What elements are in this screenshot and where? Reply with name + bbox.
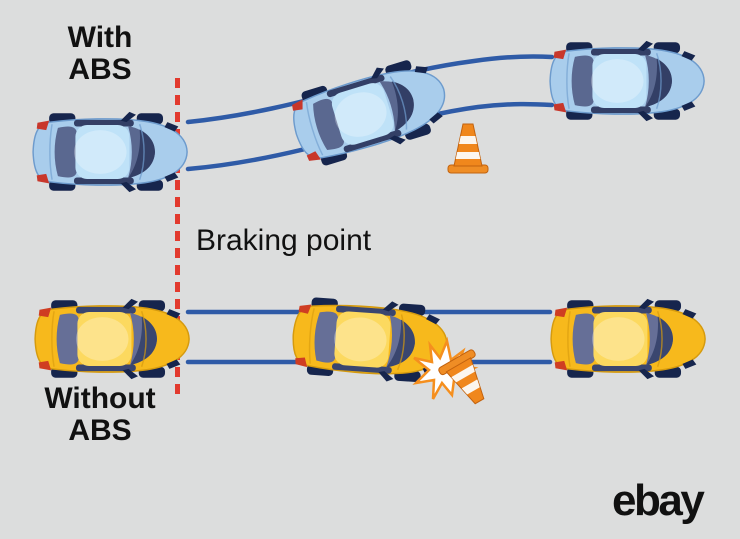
without-abs-line1: Without — [44, 382, 156, 415]
car-without-abs-final — [551, 298, 706, 380]
with-abs-line2: ABS — [68, 52, 132, 86]
with-abs-line1: With — [67, 21, 133, 54]
car-with-abs-before-braking — [33, 111, 188, 193]
car-without-abs-before-braking — [35, 298, 190, 380]
traffic-cone-icon — [447, 123, 489, 174]
braking-point-label: Braking point — [196, 224, 372, 257]
without-abs-line2: ABS — [68, 413, 132, 447]
without-abs-label: Without ABS — [34, 383, 166, 447]
ebay-logo: ebay — [612, 476, 705, 525]
car-with-abs-after-avoiding — [550, 40, 705, 122]
with-abs-label: With ABS — [36, 22, 164, 86]
